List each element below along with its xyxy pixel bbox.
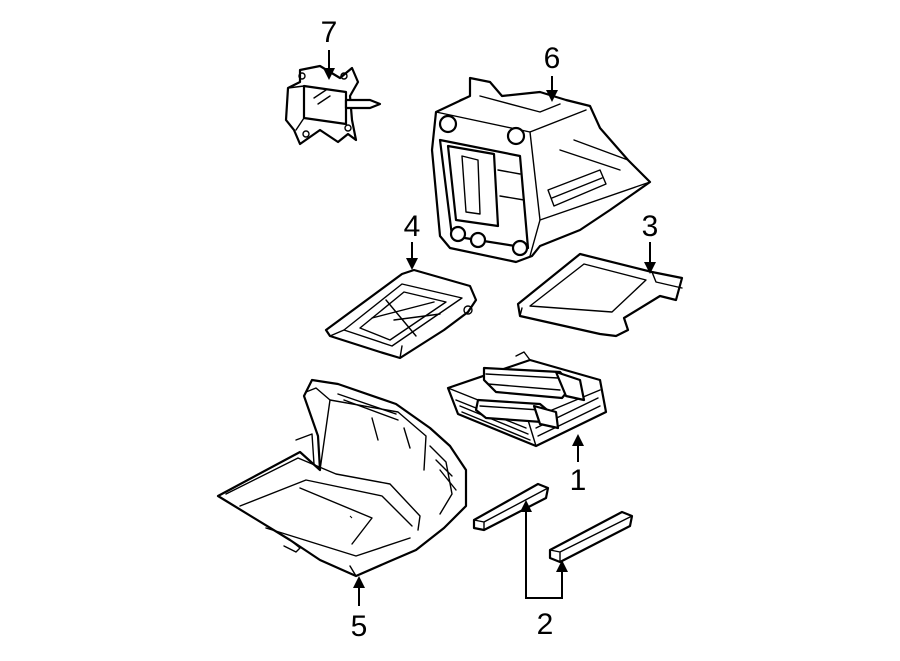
leader-6	[546, 76, 558, 102]
callout-7: 7	[321, 16, 338, 49]
callout-3: 3	[642, 210, 659, 243]
part-1-heater-core	[446, 351, 608, 448]
part-3-frame-gasket	[516, 252, 684, 338]
part-2-seals	[472, 482, 634, 564]
callout-2: 2	[537, 608, 554, 641]
leader-3	[644, 242, 656, 274]
leader-2	[520, 500, 568, 599]
part-7-actuator	[284, 64, 382, 146]
part-5-lower-case	[216, 378, 468, 578]
callout-1: 1	[570, 464, 587, 497]
leader-7	[323, 50, 335, 80]
part-6-upper-case	[430, 76, 652, 264]
callout-4: 4	[404, 210, 421, 243]
callout-6: 6	[544, 42, 561, 75]
leader-1	[572, 434, 584, 462]
leader-5	[353, 576, 365, 606]
part-4-filter-door	[324, 268, 478, 360]
leader-4	[406, 242, 418, 270]
callout-5: 5	[351, 610, 368, 643]
